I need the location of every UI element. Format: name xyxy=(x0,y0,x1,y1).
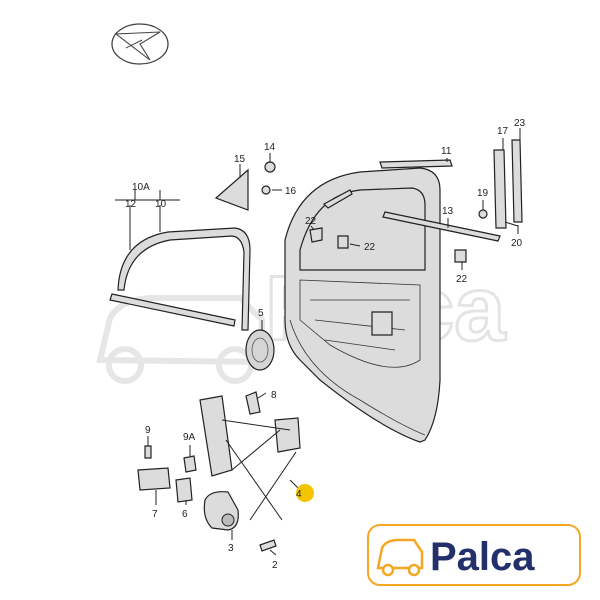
callout-23: 23 xyxy=(514,118,526,129)
door-shell xyxy=(284,167,441,443)
callout-20: 20 xyxy=(511,238,523,249)
part-3-motor xyxy=(203,491,239,531)
callout-15: 15 xyxy=(234,154,246,165)
callout-3: 3 xyxy=(228,543,234,554)
part-4-window-regulator xyxy=(199,391,301,521)
callout-7: 7 xyxy=(152,509,158,520)
part-8-bracket xyxy=(245,391,261,415)
callout-14: 14 xyxy=(264,142,276,153)
front-direction-icon xyxy=(111,23,169,65)
callout-22-upper: 22 xyxy=(305,216,317,227)
callout-10: 10 xyxy=(155,199,167,210)
part-13-strip xyxy=(382,211,501,242)
callout-22-lower: 22 xyxy=(456,274,468,285)
callout-9a: 9A xyxy=(183,432,196,443)
callout-22-middle: 22 xyxy=(364,242,376,253)
part-11-seal xyxy=(379,159,453,169)
callout-10a: 10A xyxy=(132,182,150,193)
callout-4: 4 xyxy=(296,489,302,500)
part-16-screw xyxy=(261,185,271,195)
window-frame-seals xyxy=(379,139,523,263)
callout-17: 17 xyxy=(497,126,509,137)
part-17-pillar-trim xyxy=(493,149,507,229)
part-6-cap xyxy=(175,477,193,503)
callout-11: 11 xyxy=(441,146,452,157)
mirror-trim xyxy=(214,161,353,249)
callout-16: 16 xyxy=(285,186,297,197)
callout-13: 13 xyxy=(442,206,454,217)
logo-text: Palca xyxy=(430,535,535,579)
door-handle-parts xyxy=(137,445,197,503)
callout-19: 19 xyxy=(477,188,489,199)
callout-8: 8 xyxy=(271,390,277,401)
car-logo-icon xyxy=(376,538,424,577)
part-2-bolt xyxy=(259,539,277,552)
part-23-trim xyxy=(511,139,523,223)
part-7-handle xyxy=(137,467,171,491)
palca-logo: Palca xyxy=(367,524,581,586)
callout-9: 9 xyxy=(145,425,151,436)
inner-belt-strip xyxy=(109,293,236,327)
part-9-screw xyxy=(144,445,152,459)
part-14-grommet xyxy=(264,161,276,173)
glass-run-channel xyxy=(109,227,251,331)
callout-6: 6 xyxy=(182,509,188,520)
callout-4-highlight: 4 xyxy=(296,484,314,502)
part-9a-plate xyxy=(183,455,197,473)
callout-2: 2 xyxy=(272,560,278,571)
callout-5: 5 xyxy=(258,308,264,319)
part-15-mirror-trim xyxy=(214,168,249,211)
callout-12: 12 xyxy=(125,199,137,210)
part-5-speaker xyxy=(245,329,275,371)
callout-labels: 10A 12 10 15 14 16 11 13 17 23 19 20 22 … xyxy=(125,118,526,571)
